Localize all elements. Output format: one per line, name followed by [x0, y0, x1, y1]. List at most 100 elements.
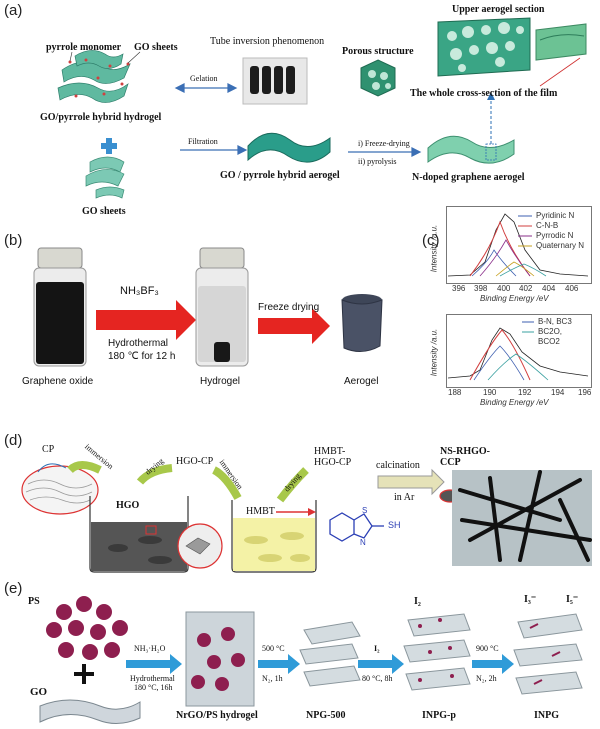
nrgo-ps-hydrogel [185, 611, 255, 707]
cp-label: CP [42, 444, 55, 455]
i5-label: I₅⁻ [566, 594, 579, 605]
nrgo-ps-label: NrGO/PS hydrogel [176, 710, 258, 721]
plus-e-icon [82, 664, 86, 684]
hmbt-hgo-cp-label: HMBT-HGO-CP [314, 446, 352, 468]
n-doped-aerogel-label: N-doped graphene aerogel [412, 172, 525, 183]
zoom-indicator-line [539, 57, 581, 87]
hydrogel-label: Hydrogel [200, 376, 241, 387]
top-legend-1: Pyridinic N [536, 211, 575, 220]
freeze-drying-b-label: Freeze drying [258, 302, 320, 313]
bottom-tick-194: 194 [551, 388, 565, 397]
panel-a-graphics [57, 17, 587, 199]
go-pyrrole-aerogel-label: GO / pyrrole hybrid aerogel [220, 170, 340, 181]
hgo-cp-label: HGO-CP [176, 456, 214, 467]
tube-inversion-label: Tube inversion phenomenon [210, 36, 325, 47]
xps-bottom-plot-frame [446, 314, 592, 388]
pyrrole-dots-icon [68, 58, 130, 98]
n-doped-aerogel-film [427, 135, 515, 164]
bottom-legend-2: BC2O, [538, 327, 563, 336]
bottom-xlabel: Binding Energy /eV [480, 398, 549, 407]
hydrothermal-e-label: Hydrothermal [130, 674, 175, 683]
panel-b-label: (b) [4, 232, 23, 249]
nh3-h2o-label: NH₃·H₂O [134, 644, 166, 653]
go-pyrrole-hydrogel-label: GO/pyrrole hybrid hydrogel [40, 112, 162, 123]
hydrogel-sheets-icon [57, 50, 131, 103]
t500-label: 500 °C [262, 644, 285, 653]
inpg-p-layers [403, 613, 471, 691]
drying-1-label: drying [143, 456, 166, 477]
go-sheet-e [39, 699, 141, 724]
nh3bf3-label: NH₃BF₃ [120, 285, 159, 297]
hmbt-label: HMBT [246, 506, 275, 517]
top-tick-404: 404 [542, 284, 556, 293]
bottom-tick-190: 190 [483, 388, 497, 397]
upper-aerogel-icon [437, 17, 587, 77]
bottom-legend-3: BCO2 [538, 337, 560, 346]
top-tick-406: 406 [565, 284, 579, 293]
inpg-layers [513, 613, 583, 695]
s-atom-label: S [362, 506, 368, 515]
bottom-ylabel: Intensity /a.u. [429, 328, 439, 377]
freeze-drying-arrow-b [258, 308, 330, 344]
graphene-oxide-vial [33, 247, 87, 367]
bottom-legend-1: B-N, BC3 [538, 317, 572, 326]
panel-a-label: (a) [4, 2, 23, 19]
panel-d-label: (d) [4, 432, 23, 449]
ns-rhgo-ccp-label: NS-RHGO-CCP [440, 446, 490, 468]
hmbt-molecule-icon [329, 512, 384, 542]
calcination-label: calcination [376, 460, 420, 471]
xps-top-plot-frame [446, 206, 592, 284]
top-tick-400: 400 [497, 284, 511, 293]
whole-cross-section-label: The whole cross-section of the film [410, 88, 558, 99]
i3-label: I₃⁻ [524, 594, 537, 605]
filtration-arrow [180, 145, 248, 155]
immersion-2-label: immersion [217, 457, 245, 492]
filtration-label: Filtration [188, 137, 218, 146]
n2-1h-label: N₂, 1h [262, 674, 283, 683]
cond1-label: 180 °C, 16h [134, 683, 173, 692]
plus-icon [101, 138, 117, 154]
in-ar-label: in Ar [394, 492, 415, 503]
freeze-drying-arrow [348, 147, 422, 157]
bottom-tick-192: 192 [518, 388, 532, 397]
hydrothermal-arrow [96, 300, 196, 340]
upper-aerogel-label: Upper aerogel section [452, 4, 545, 15]
t80-label: 80 °C, 8h [362, 674, 393, 683]
go-sheets-icon [85, 156, 125, 199]
ps-label: PS [28, 596, 40, 607]
hybrid-aerogel-film [247, 132, 331, 163]
hydrogel-vial [195, 247, 249, 367]
panel-e-label: (e) [4, 580, 23, 597]
i2-top-label: I₂ [414, 596, 421, 607]
e-arrows [126, 654, 514, 674]
aerogel-label: Aerogel [344, 376, 379, 387]
bottom-tick-196: 196 [578, 388, 592, 397]
gelation-arrow [174, 83, 238, 93]
top-tick-396: 396 [452, 284, 466, 293]
pyrrole-monomer-label: pyrrole monomer [46, 42, 122, 53]
top-legend-4: Quaternary N [536, 241, 585, 250]
i2-step-label: I₂ [374, 644, 380, 653]
top-legend-3: Pyrrodic N [536, 231, 574, 240]
go-sheets-top-label: GO sheets [134, 42, 178, 53]
immersion-1-label: immersion [83, 442, 116, 471]
freeze-drying-label: i) Freeze-drying [358, 139, 410, 148]
inpg-p-label: INPG-p [422, 710, 456, 721]
aerogel-sample [341, 294, 383, 352]
top-ylabel: Intensity /a.u. [429, 224, 439, 273]
porous-structure-label: Porous structure [342, 46, 414, 57]
top-xlabel: Binding Energy /eV [480, 294, 549, 303]
cp-fibers-icon [21, 465, 99, 515]
pyrolysis-label: ii) pyrolysis [358, 157, 397, 166]
go-e-label: GO [30, 686, 48, 698]
top-legend-2: C-N-B [536, 221, 559, 230]
inverted-tubes-icon [250, 66, 295, 94]
calcination-arrow [377, 468, 445, 496]
ns-rhgo-ccp-mesh [452, 470, 592, 566]
inpg-label: INPG [534, 710, 559, 721]
bottom-tick-188: 188 [448, 388, 462, 397]
conditions-label: 180 ℃ for 12 h [108, 351, 176, 362]
hydrothermal-label: Hydrothermal [108, 338, 169, 349]
porous-structure-icon [360, 59, 396, 97]
drying-2-label: drying [282, 471, 303, 494]
